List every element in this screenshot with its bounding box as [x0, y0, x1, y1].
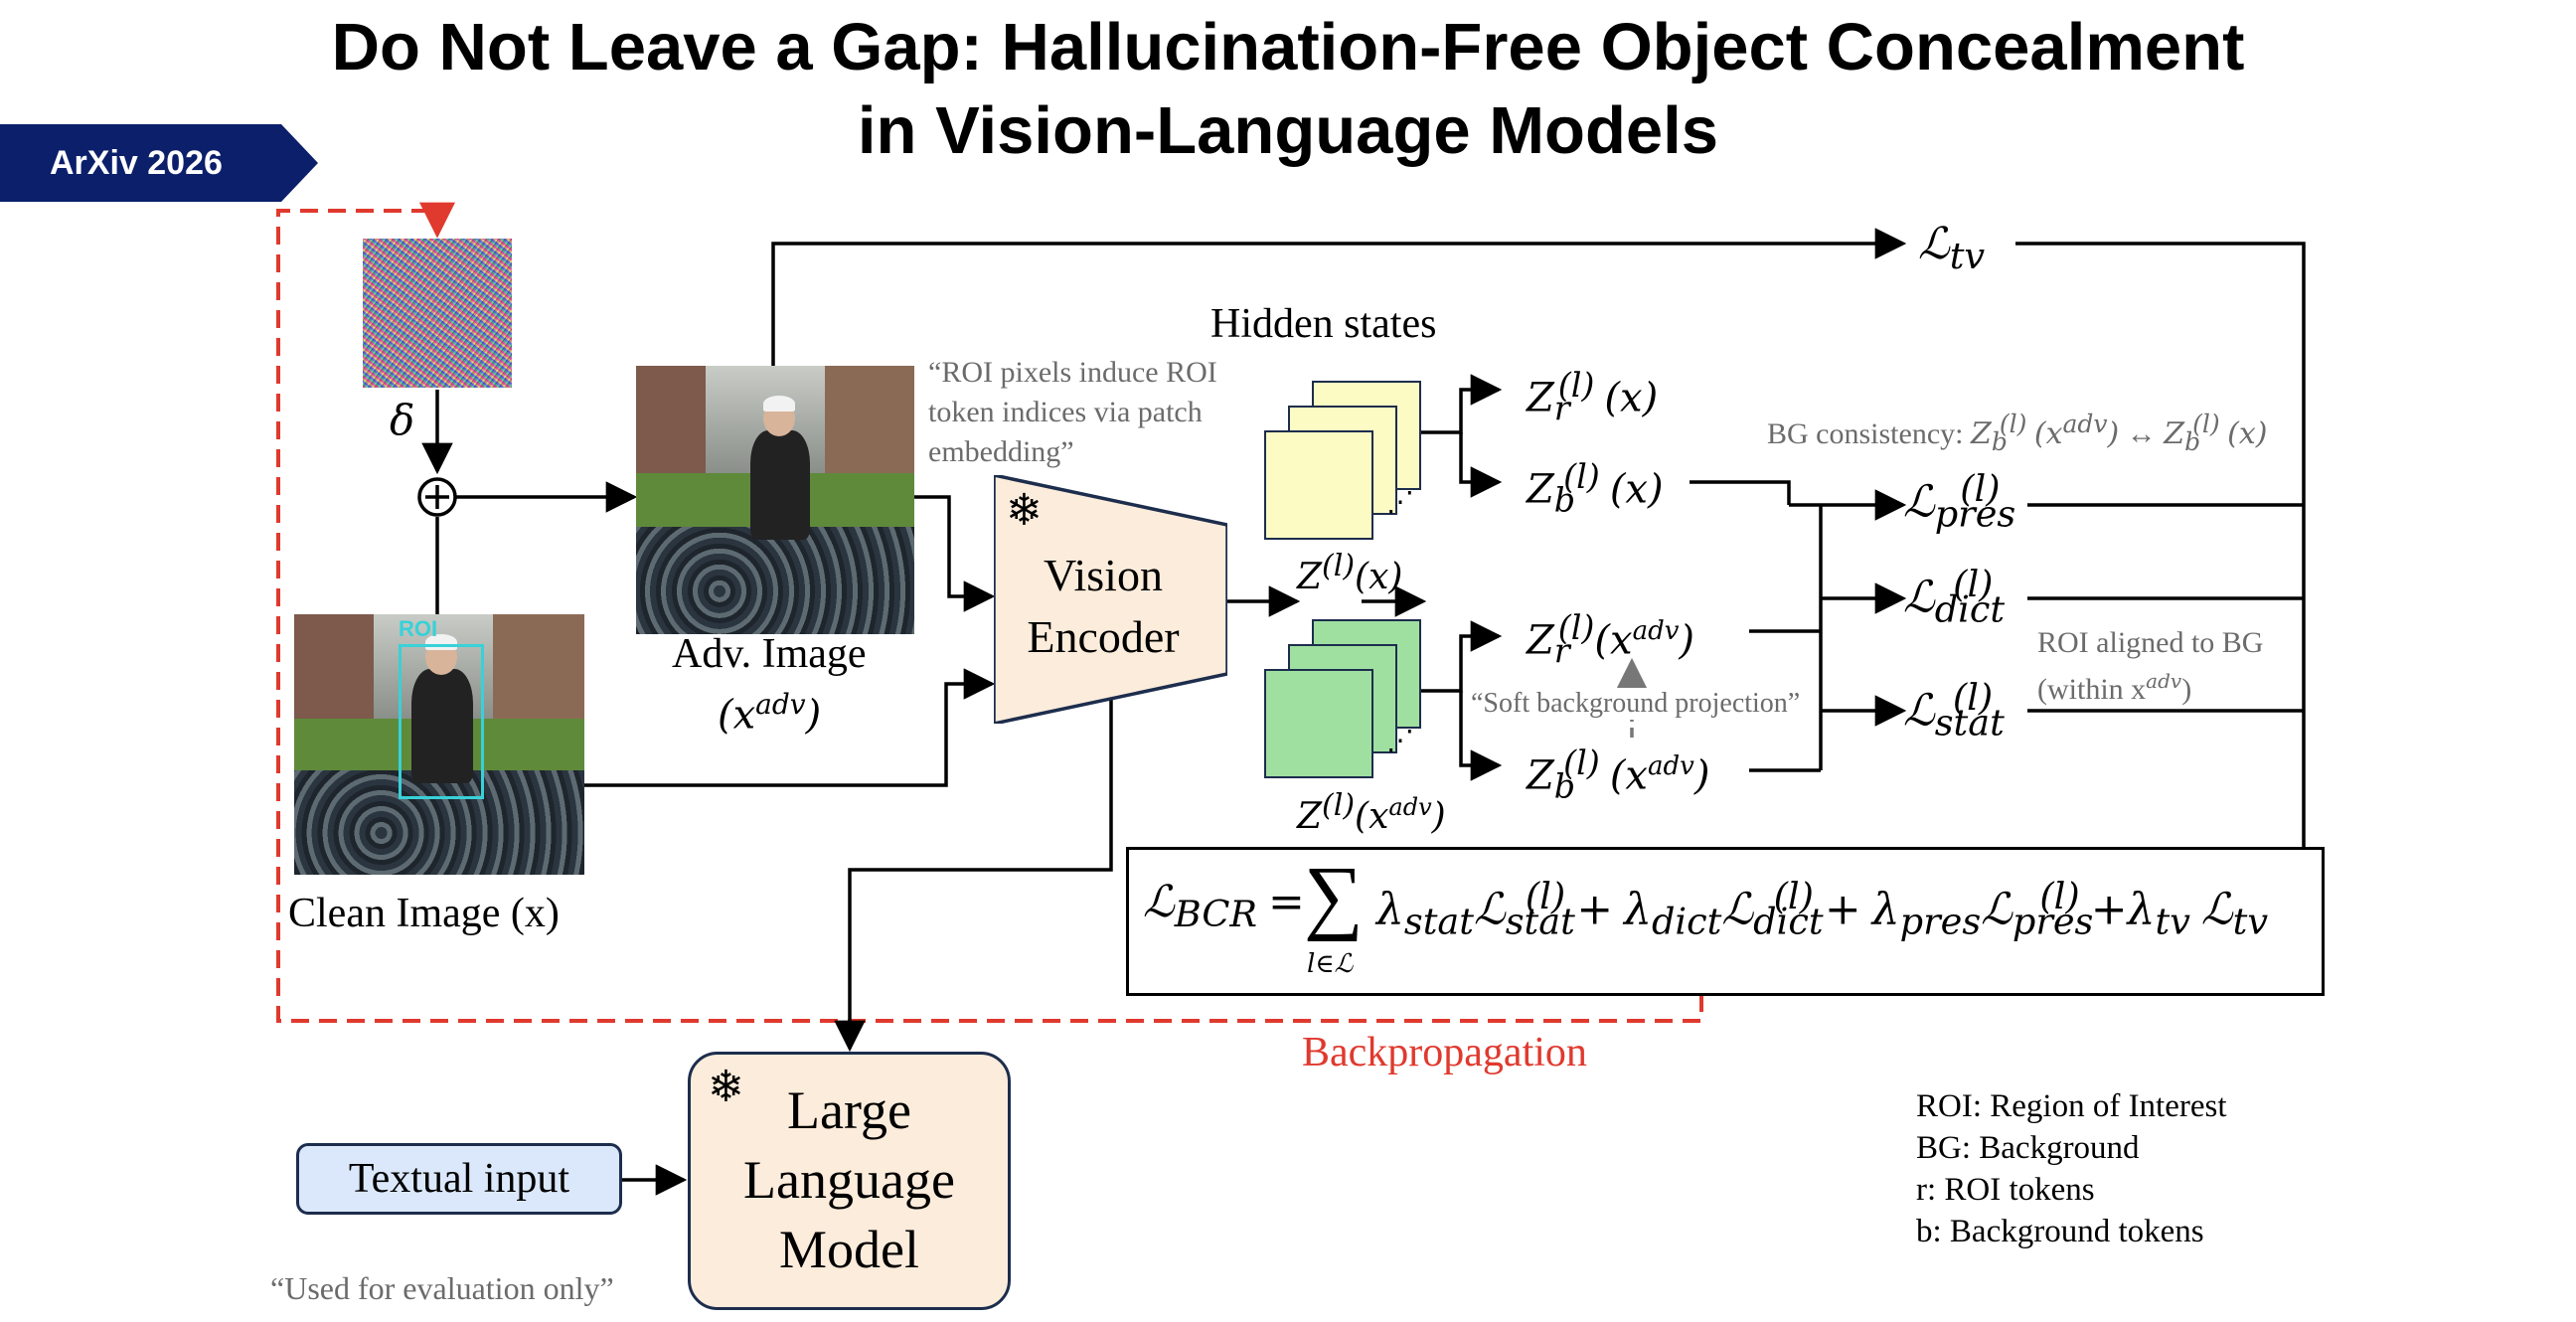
- llm-snowflake-icon: ❄: [708, 1063, 744, 1111]
- z-b-clean: Zb(l) (x): [1527, 457, 1664, 520]
- roi-quote: “ROI pixels induce ROI token indices via…: [928, 356, 1217, 468]
- legend-item: BG: Background: [1916, 1130, 2140, 1166]
- adv-to-encoder-arrow: [914, 495, 996, 612]
- z-clean-caption: Z(l)(x): [1297, 549, 1403, 597]
- ellipsis: ⋰: [1386, 487, 1414, 518]
- hidden-states-label: Hidden states: [1210, 301, 1437, 347]
- title-line-1: Do Not Leave a Gap: Hallucination-Free O…: [331, 10, 2245, 84]
- title-line-2: in Vision-Language Models: [857, 93, 1719, 168]
- clean-image-label: Clean Image (x): [288, 891, 560, 936]
- backprop-path: [276, 202, 1703, 1023]
- venue-badge: ArXiv 2026: [0, 124, 318, 202]
- legend-item: ROI: Region of Interest: [1916, 1088, 2227, 1124]
- llm-box: [688, 1052, 1011, 1310]
- legend: ROI: Region of Interest BG: Background r…: [1916, 1085, 2227, 1252]
- bcr-loss-box: [1126, 847, 2325, 996]
- roi-aligned-note: ROI aligned to BG (within xadv): [2037, 626, 2264, 706]
- bg-consistency-note: BG consistency: Zb(l) (xadv) ↔ Zb(l) (x): [1767, 410, 2268, 456]
- eval-only-note: “Used for evaluation only”: [270, 1270, 614, 1306]
- clean-to-encoder-arrow: [584, 668, 996, 787]
- bcr-loss-rhs: λstatℒstat(l) + λdictℒdict(l) + λpresℒpr…: [1376, 875, 2269, 943]
- soft-bg-note: “Soft background projection”: [1471, 688, 1801, 720]
- z-r-clean: Zr(l) (x): [1527, 366, 1659, 428]
- encoder-snowflake-icon: ❄: [1006, 486, 1043, 535]
- clean-feature-card: [1264, 430, 1373, 540]
- perturbation-noise: [363, 239, 512, 388]
- sum-range: l∈ℒ: [1307, 949, 1354, 979]
- encoder-label: Vision Encoder: [1027, 550, 1180, 662]
- legend-item: b: Background tokens: [1916, 1214, 2204, 1249]
- loss-tv: ℒtv: [1918, 219, 1986, 277]
- adv-feature-card: [1264, 669, 1373, 778]
- vision-encoder: [994, 475, 1227, 724]
- roi-label: ROI: [399, 616, 438, 641]
- sum-symbol: ∑: [1304, 850, 1364, 942]
- ltv-to-loss-arrow: [2015, 242, 2306, 935]
- llm-label: Large Language Model: [743, 1080, 955, 1279]
- ellipsis: ⋰: [1386, 726, 1414, 756]
- clean-image: ROI: [294, 614, 584, 875]
- backprop-label: Backpropagation: [1302, 1030, 1587, 1075]
- loss-dict: ℒdict(l): [1903, 563, 2006, 631]
- delta-label: δ: [390, 396, 415, 444]
- z-b-adv: Zb(l) (xadv): [1527, 744, 1710, 806]
- textual-input-box: Textual input: [296, 1143, 622, 1215]
- adv-image: [636, 366, 914, 634]
- legend-item: r: ROI tokens: [1916, 1172, 2095, 1208]
- bcr-loss-lhs: ℒBCR =: [1143, 877, 1305, 935]
- z-r-adv: Zr(l)(xadv): [1527, 608, 1695, 671]
- z-adv-caption: Z(l)(xadv): [1297, 788, 1446, 837]
- roi-bbox: [399, 644, 484, 799]
- adv-image-label: Adv. Image: [672, 631, 867, 677]
- adv-to-ltv-arrow: [771, 228, 1907, 366]
- loss-pres: ℒpres(l): [1903, 467, 2016, 536]
- encoder-to-llm-arrow: [834, 696, 1113, 1053]
- loss-stat: ℒstat(l): [1903, 676, 2005, 744]
- adv-image-math: (xadv): [718, 688, 822, 739]
